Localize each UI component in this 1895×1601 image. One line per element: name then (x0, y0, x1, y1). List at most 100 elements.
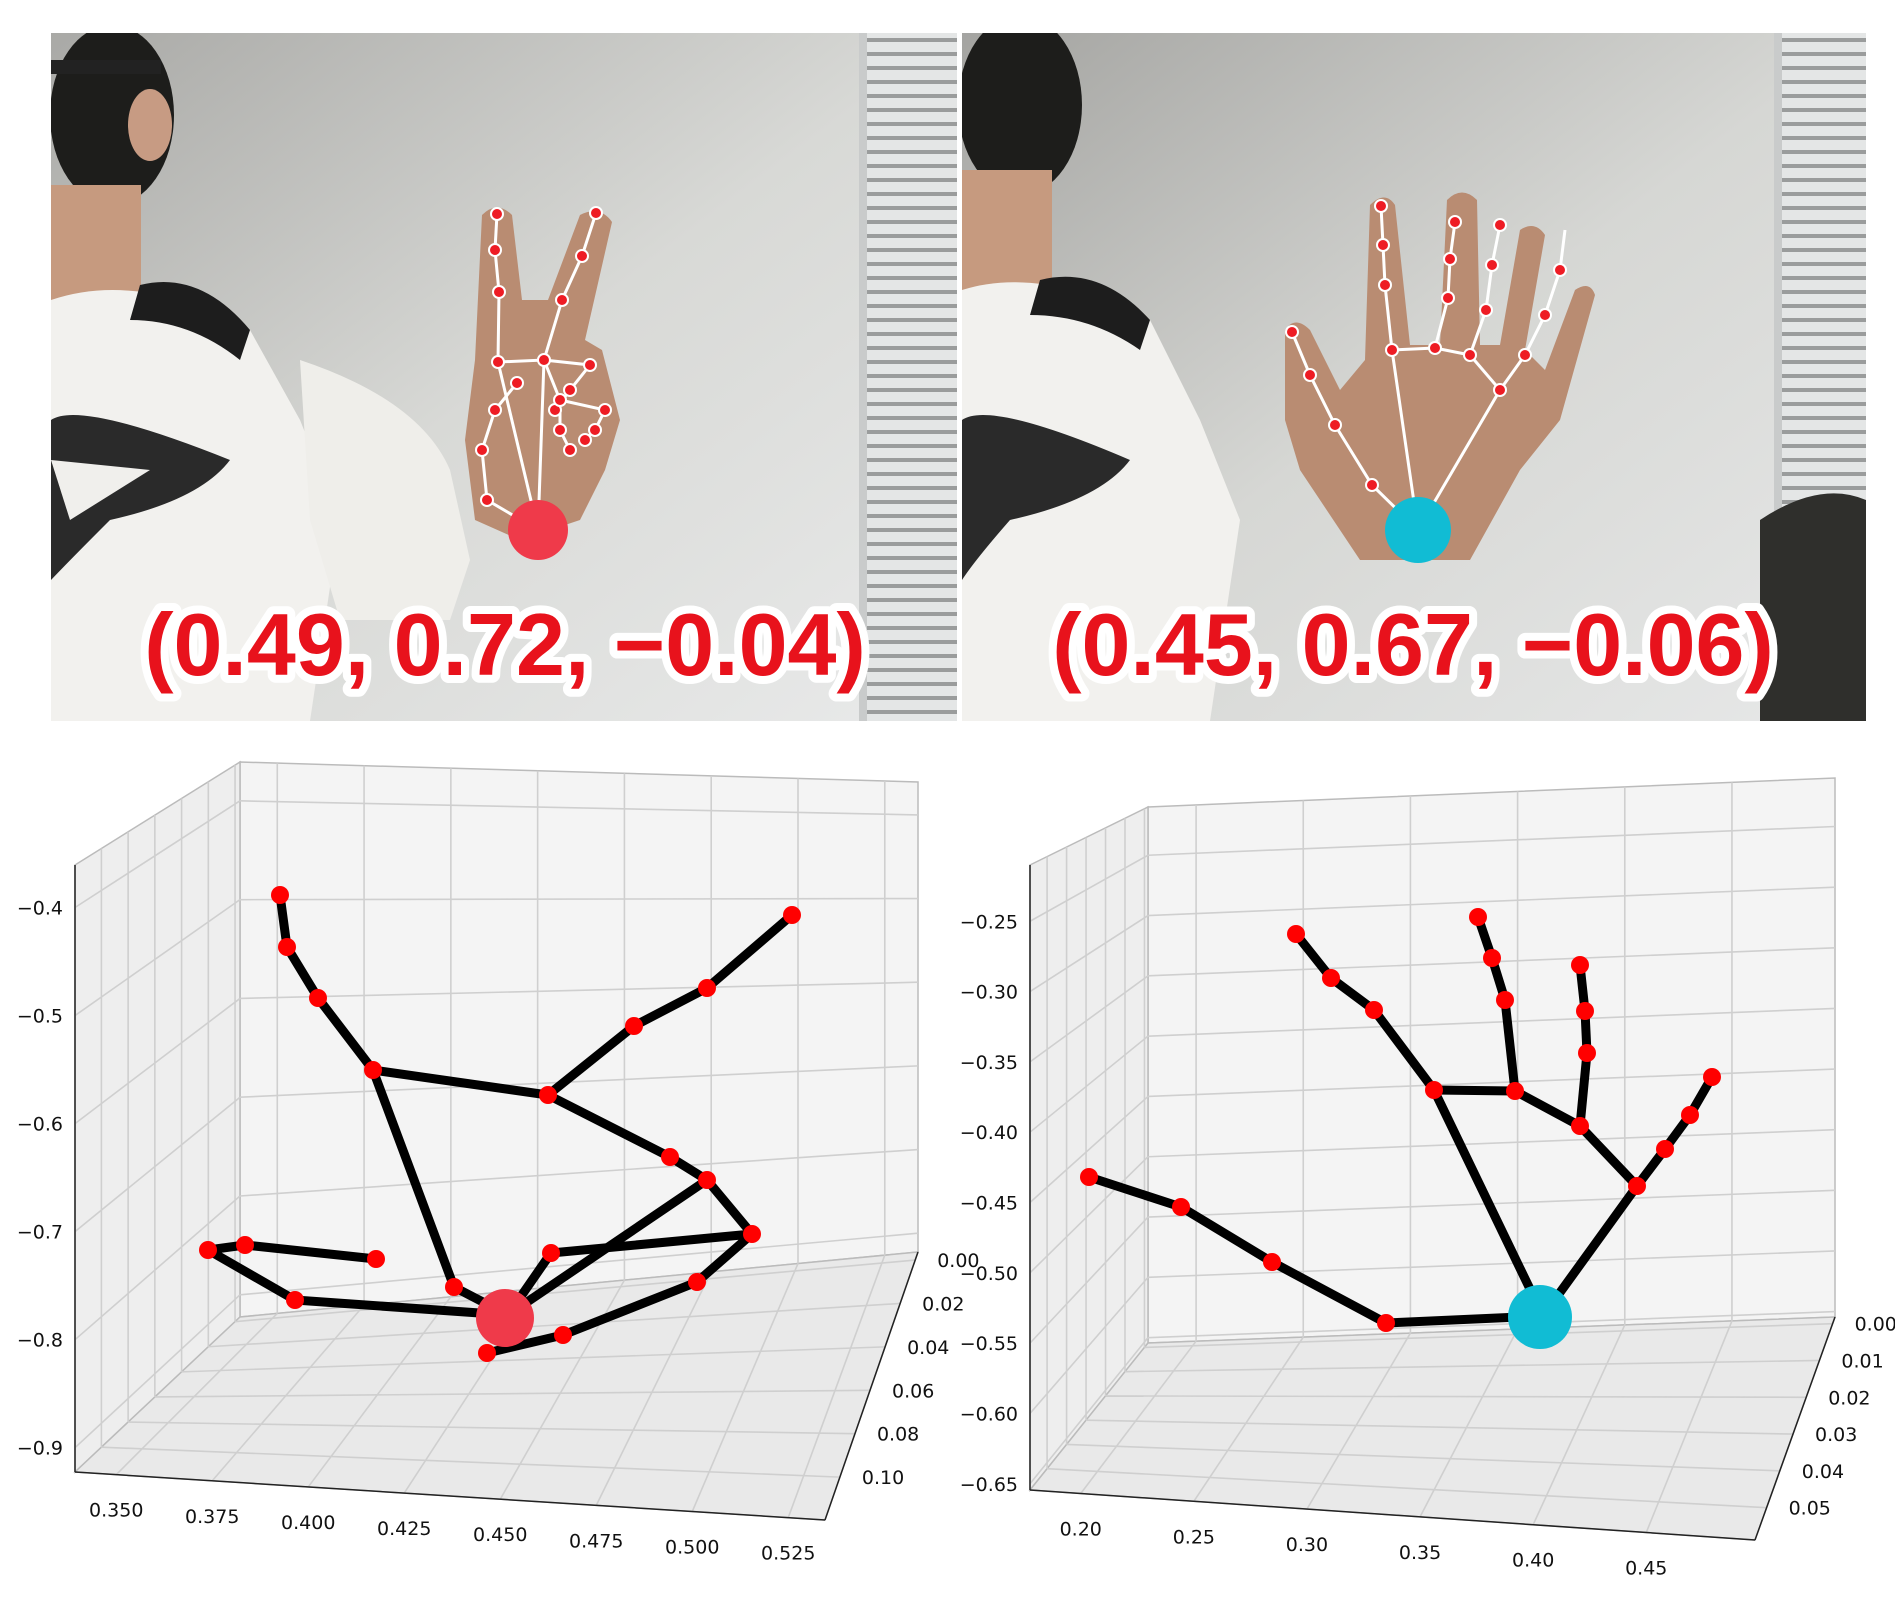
tick-label: 0.45 (1625, 1558, 1667, 1580)
y-axis (824, 1251, 919, 1521)
gridline (1419, 1328, 1519, 1518)
gridline (1047, 1467, 1767, 1509)
y-axis (1754, 1316, 1836, 1541)
hand-keypoints-3d-right (1080, 908, 1721, 1332)
gridline (74, 1195, 241, 1341)
gridline (74, 1096, 241, 1233)
gridline (208, 1302, 901, 1348)
gridline (1029, 1276, 1149, 1414)
gridline (1306, 1332, 1412, 1510)
tick-label: 0.20 (1060, 1519, 1102, 1541)
gridline (239, 981, 919, 1000)
gridline (1193, 1336, 1304, 1502)
gridline (787, 1254, 886, 1518)
tick-label: −0.30 (960, 982, 1018, 1004)
tick-label: −0.7 (17, 1222, 63, 1244)
gridline (101, 1446, 840, 1478)
gridline (1029, 975, 1149, 1063)
gridline (239, 1148, 919, 1197)
x-axis (1029, 1489, 1756, 1541)
tick-label: −0.60 (960, 1403, 1018, 1425)
gridline (239, 897, 919, 901)
floor-pane (1028, 1316, 1837, 1541)
tick-label: 0.25 (1173, 1526, 1215, 1548)
wrist-coordinate-left: (0.49, 0.72, −0.04) (144, 595, 866, 694)
gridline (691, 1263, 799, 1512)
tick-label: −0.25 (960, 911, 1018, 933)
hand-keypoints-3d-left (199, 886, 801, 1362)
gridline (1147, 1310, 1836, 1339)
gridline (1029, 1095, 1149, 1204)
tick-label: 0.400 (281, 1512, 335, 1534)
tick-label: 0.425 (377, 1518, 431, 1540)
tick-label: 0.03 (1815, 1424, 1857, 1446)
tick-label: 0.500 (665, 1537, 719, 1559)
gridline (1144, 1322, 1833, 1349)
tick-label: 0.450 (473, 1524, 527, 1546)
wrist-marker-left (508, 500, 568, 560)
gridline (1147, 1007, 1836, 1037)
photo-right: (0.45, 0.67, −0.06) (962, 33, 1866, 721)
tick-label: 0.04 (1802, 1461, 1844, 1483)
gridline (1029, 1035, 1149, 1133)
gridline (74, 898, 241, 1017)
gridline (1147, 1068, 1836, 1098)
grid (1029, 782, 1836, 1533)
tick-label: 0.02 (922, 1293, 964, 1315)
back-pane (239, 761, 919, 1318)
tick-label: 0.350 (89, 1500, 143, 1522)
tick-label: −0.6 (17, 1114, 63, 1136)
wrist-marker-3d-right (1508, 1285, 1572, 1349)
gridline (74, 997, 241, 1125)
tick-label: 0.01 (1841, 1350, 1883, 1372)
tick-labels: −0.25−0.30−0.35−0.40−0.45−0.50−0.55−0.60… (960, 911, 1895, 1579)
tick-label: −0.40 (960, 1122, 1018, 1144)
gridline (1147, 1128, 1836, 1158)
hand-keypoints-left (475, 206, 612, 507)
gridline (1029, 1216, 1149, 1344)
gridline (74, 800, 241, 909)
tick-label: 0.00 (937, 1250, 979, 1272)
tick-label: −0.65 (960, 1474, 1018, 1496)
gridline (1029, 1337, 1149, 1485)
gridline (1080, 1340, 1197, 1494)
photo-left: (0.49, 0.72, −0.04) (51, 33, 957, 721)
tick-label: −0.8 (17, 1330, 63, 1352)
gridline (154, 1389, 871, 1398)
gridline (1147, 825, 1836, 857)
tick-label: 0.525 (761, 1543, 815, 1565)
gridline (1029, 1156, 1149, 1274)
person-right (962, 33, 1866, 721)
tick-label: −0.55 (960, 1333, 1018, 1355)
gridline (1124, 1359, 1820, 1373)
plot-3d-right: −0.25−0.30−0.35−0.40−0.45−0.50−0.55−0.60… (960, 777, 1895, 1580)
gridline (234, 1259, 916, 1323)
tick-label: 0.30 (1286, 1534, 1328, 1556)
tick-label: 0.35 (1399, 1542, 1441, 1564)
gridline (1147, 886, 1836, 917)
person-left (51, 33, 470, 721)
tick-label: 0.06 (892, 1380, 934, 1402)
tick-label: 0.05 (1789, 1498, 1831, 1520)
window-blinds (865, 33, 957, 721)
wrist-marker-right (1385, 497, 1451, 563)
hand-keypoints-right (1285, 199, 1567, 492)
gridline (1029, 854, 1149, 922)
gridline (1645, 1320, 1733, 1533)
gridline (239, 800, 919, 816)
tick-label: −0.45 (960, 1193, 1018, 1215)
tick-label: 0.00 (1855, 1314, 1895, 1336)
tick-label: 0.02 (1828, 1387, 1870, 1409)
tick-label: 0.04 (907, 1337, 949, 1359)
tick-label: −0.35 (960, 1052, 1018, 1074)
gridline (1147, 1250, 1836, 1279)
gridline (1029, 914, 1149, 993)
gridline (307, 1296, 452, 1488)
x-axis (74, 1471, 826, 1521)
grid (74, 763, 919, 1518)
gridline (181, 1346, 886, 1373)
gridline (128, 1421, 855, 1435)
